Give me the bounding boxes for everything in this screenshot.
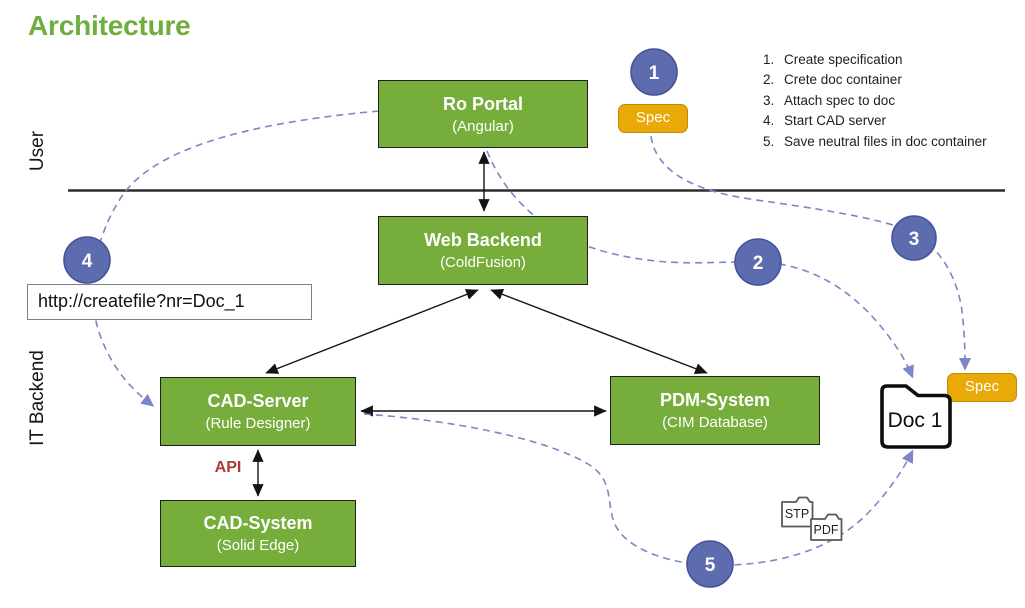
node-subtitle: (ColdFusion)	[440, 254, 526, 271]
node-web-backend: Web Backend (ColdFusion)	[378, 216, 588, 285]
node-ro-portal: Ro Portal (Angular)	[378, 80, 588, 148]
node-subtitle: (CIM Database)	[662, 414, 768, 431]
node-title: CAD-System	[203, 513, 313, 533]
node-subtitle: (Solid Edge)	[216, 537, 300, 554]
node-subtitle: (Angular)	[452, 117, 514, 135]
url-callout: http://createfile?nr=Doc_1	[27, 284, 312, 320]
steps-legend: Create specification Crete doc container…	[752, 50, 1022, 152]
step-item-5: Save neutral files in doc container	[778, 132, 1022, 151]
node-subtitle: (Rule Designer)	[205, 415, 311, 432]
node-title: Ro Portal	[442, 93, 523, 114]
node-cad-server: CAD-Server (Rule Designer)	[160, 377, 356, 446]
node-pdm-system: PDM-System (CIM Database)	[610, 376, 820, 445]
step-item-1: Create specification	[778, 50, 1022, 69]
steps-list: Create specification Crete doc container…	[752, 50, 1022, 151]
node-cad-system: CAD-System (Solid Edge)	[160, 500, 356, 567]
node-title: CAD-Server	[207, 391, 309, 411]
step-item-2: Crete doc container	[778, 70, 1022, 89]
step-item-3: Attach spec to doc	[778, 91, 1022, 110]
page-title: Architecture	[28, 10, 191, 41]
api-label: API	[214, 459, 242, 476]
spec-tag-attached: Spec	[947, 373, 1017, 402]
node-title: PDM-System	[659, 390, 771, 410]
lane-label-it-backend: IT Backend	[27, 350, 48, 446]
node-title: Web Backend	[424, 230, 542, 250]
step-item-4: Start CAD server	[778, 111, 1022, 130]
spec-tag-top: Spec	[618, 104, 688, 133]
lane-label-user: User	[27, 130, 48, 172]
